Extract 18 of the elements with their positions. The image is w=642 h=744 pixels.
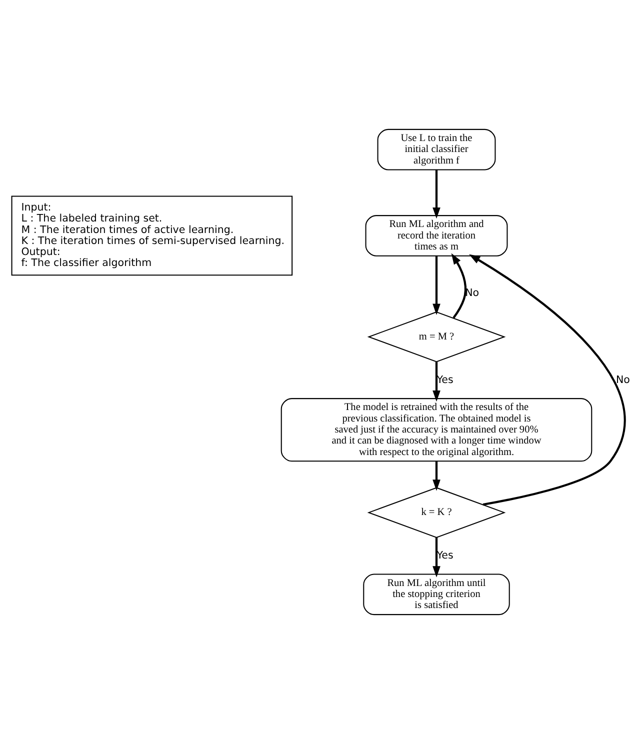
arrow: [432, 461, 440, 491]
node-box: The model is retrained with the results of the previous classification. The obtained model is saved just if the accuracy is maintained over 90% and it can be diagnosed with a longer time window with respect to the original algorithm.: [280, 398, 592, 462]
arrow: [432, 537, 440, 578]
edge-label: Yes: [436, 550, 454, 562]
node-diamond: m = M ?: [367, 311, 506, 362]
node-box: Run ML algorithm and record the iteration times as m: [365, 215, 508, 256]
node-box: Run ML algorithm until the stopping criterion is satisfied: [363, 574, 510, 616]
arrow: [432, 362, 440, 402]
node-box: Input: L : The labeled training set. M : The iteration times of active learning. K : The iteration times of semi-supervised learning. Output: f: The classifier algorithm: [11, 196, 293, 276]
arrow: [468, 254, 626, 506]
node-diamond: k = K ?: [367, 487, 506, 538]
arrow: [432, 256, 440, 315]
edge-label: No: [616, 374, 630, 386]
arrow: [432, 170, 440, 219]
edge-label: Yes: [436, 374, 454, 386]
arrow: [451, 253, 467, 318]
edge-label: No: [465, 287, 480, 300]
node-box: Use L to train the initial classifier algorithm f: [377, 128, 496, 170]
